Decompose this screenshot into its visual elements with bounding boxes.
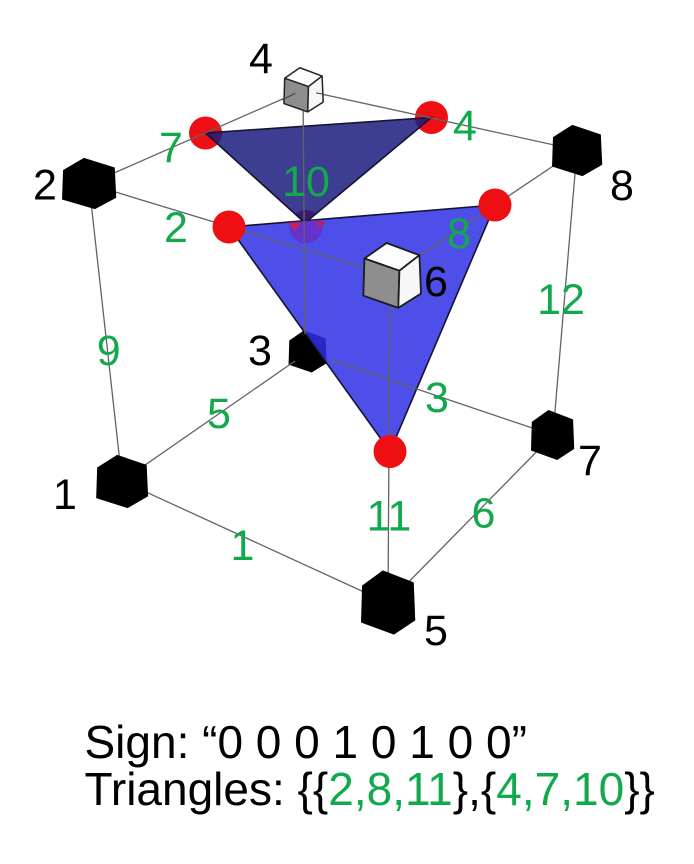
svg-text:6: 6 [472,490,496,538]
svg-text:Triangles: {{2,8,11},{4,7,10}}: Triangles: {{2,8,11},{4,7,10}} [85,763,655,815]
svg-text:4: 4 [453,102,477,150]
svg-text:2: 2 [164,204,188,252]
svg-text:1: 1 [53,471,77,519]
svg-text:7: 7 [159,124,183,172]
svg-text:4: 4 [249,35,273,83]
svg-text:3: 3 [425,374,449,422]
svg-text:8: 8 [610,162,634,210]
svg-text:2: 2 [33,162,57,210]
svg-text:7: 7 [578,437,602,485]
svg-text:8: 8 [447,210,471,258]
svg-text:12: 12 [537,276,585,324]
svg-text:9: 9 [97,327,121,375]
svg-text:1: 1 [231,522,255,570]
svg-text:Sign: “0 0 0 1 0 1 0 0”: Sign: “0 0 0 1 0 1 0 0” [85,716,527,768]
svg-text:6: 6 [424,258,448,306]
svg-text:5: 5 [207,390,231,438]
svg-text:10: 10 [282,158,330,206]
svg-text:5: 5 [424,607,448,655]
svg-text:11: 11 [367,493,412,541]
svg-text:3: 3 [248,327,272,375]
